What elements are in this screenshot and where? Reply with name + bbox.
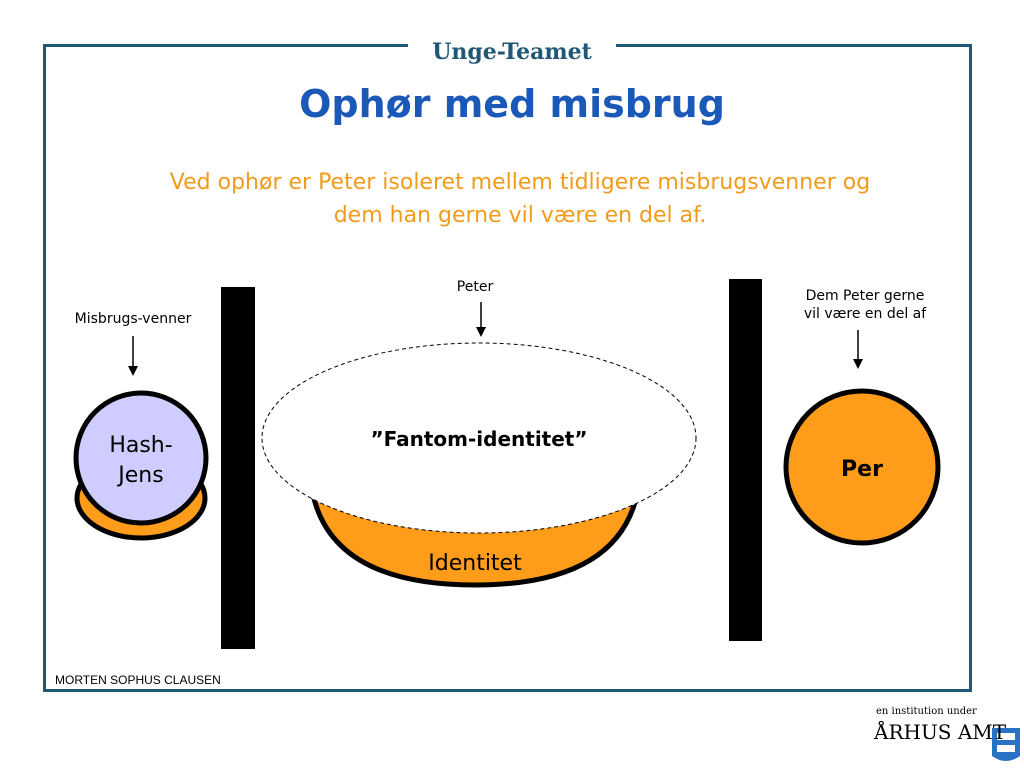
- identitet-label: Identitet: [428, 551, 522, 576]
- hash-jens-circle: [73, 390, 209, 526]
- dem-peter-label-line-1: Dem Peter gerne: [805, 288, 925, 304]
- fantom-identitet-ellipse: [261, 342, 697, 534]
- per-label: Per: [841, 457, 883, 482]
- left-barrier-bar: [221, 287, 255, 649]
- slide-title: Ophør med misbrug: [299, 82, 725, 126]
- subtitle-line-2: dem han gerne vil være en del af.: [333, 203, 707, 228]
- author-footer: MORTEN SOPHUS CLAUSEN: [55, 673, 221, 687]
- subtitle-line-1: Ved ophør er Peter isoleret mellem tidli…: [169, 170, 871, 195]
- right-barrier-bar: [729, 279, 762, 641]
- dem-peter-label-line-2: vil være en del af: [803, 306, 927, 322]
- hash-jens-label-line-1: Hash-: [109, 433, 172, 458]
- hash-jens-label-line-2: Jens: [116, 463, 163, 488]
- arrow-peter: [476, 302, 486, 337]
- fantom-identitet-label: ”Fantom-identitet”: [370, 427, 587, 451]
- arrow-dem-peter: [853, 330, 863, 369]
- logo-caption: en institution under: [876, 706, 977, 717]
- dem-peter-label: Dem Peter gerne vil være en del af: [780, 287, 950, 323]
- aarhus-amt-logo-text: ÅRHUS AMT: [874, 720, 1007, 744]
- aarhus-amt-emblem: [992, 728, 1020, 761]
- header-label: Unge-Teamet: [408, 34, 616, 68]
- peter-label: Peter: [456, 279, 494, 295]
- misbrugs-venner-label: Misbrugs-venner: [74, 311, 192, 327]
- per-circle: [783, 388, 941, 546]
- slide-subtitle: Ved ophør er Peter isoleret mellem tidli…: [90, 166, 950, 232]
- arrow-misbrugs-venner: [128, 336, 138, 376]
